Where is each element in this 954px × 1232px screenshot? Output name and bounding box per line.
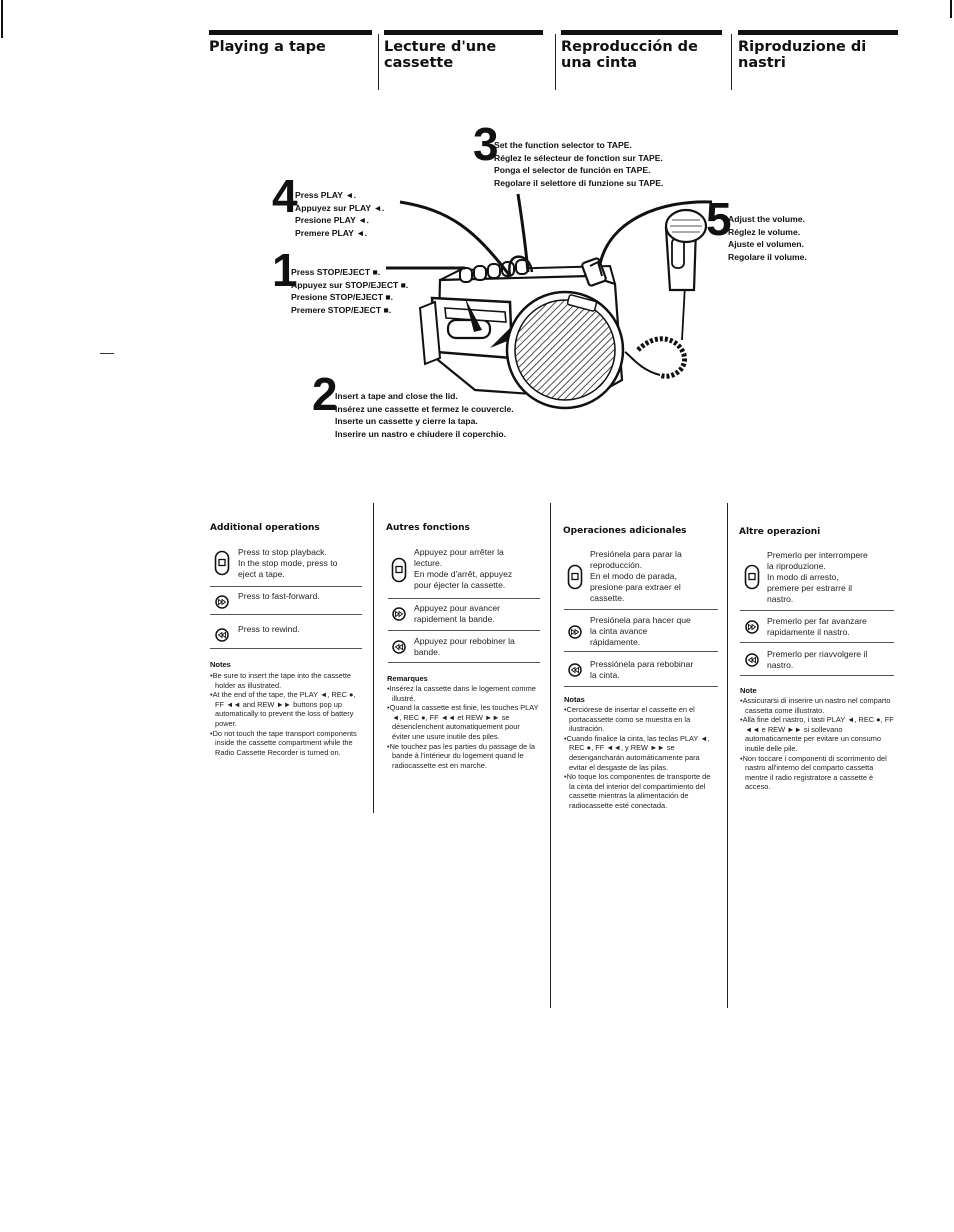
step-number-5: 5	[706, 193, 732, 245]
op-stop-eject-es: Presiónela para parar la reproducción. E…	[567, 549, 719, 607]
stop-eject-button-icon	[744, 564, 760, 590]
separator	[740, 610, 894, 611]
step-text-3: Set the function selector to TAPE. Régle…	[494, 140, 664, 188]
column-divider	[373, 503, 374, 813]
rewind-button-icon	[215, 628, 229, 642]
notes-title-en: Notes	[210, 660, 231, 669]
op-ff-es: Presiónela para hacer que la cinta avanc…	[567, 615, 719, 649]
radio-cassette-illustration	[386, 193, 713, 410]
op-rewind-en: Press to rewind.	[214, 624, 364, 642]
header-fr: Lecture d'une cassette	[384, 30, 543, 71]
col-title-it: Altre operazioni	[739, 527, 821, 537]
separator	[740, 675, 894, 676]
note-item: Do not touch the tape transport componen…	[210, 729, 360, 758]
step-text-4: Press PLAY ◄. Appuyez sur PLAY ◄. Presio…	[295, 190, 385, 238]
header-title-fr: Lecture d'une cassette	[384, 39, 497, 71]
op-rewind-es: Pressiónela para rebobinar la cinta.	[567, 659, 719, 683]
column-divider	[727, 503, 728, 1008]
header-title-es: Reproducción de una cinta	[561, 39, 698, 71]
note-item: No toque los componentes de transporte d…	[564, 772, 718, 810]
stop-eject-button-icon	[567, 564, 583, 590]
header-divider	[555, 34, 556, 90]
fast-forward-button-icon	[215, 595, 229, 609]
op-rewind-it: Premerlo per riavvolgere il nastro.	[744, 649, 898, 673]
note-item: Be sure to insert the tape into the cass…	[210, 671, 360, 690]
separator	[388, 598, 540, 599]
note-item: Cuando finalice la cinta, las teclas PLA…	[564, 734, 718, 772]
crop-mark	[100, 353, 114, 354]
notes-list-es: Cerciórese de insertar el cassette en el…	[564, 705, 718, 811]
step-number-1: 1	[272, 244, 298, 296]
op-stop-eject-fr: Appuyez pour arrêter la lecture. En mode…	[391, 547, 541, 595]
op-ff-it: Premerlo per far avanzare rapidamente il…	[744, 616, 898, 640]
crop-mark	[1, 0, 3, 38]
step-number-4: 4	[272, 170, 298, 222]
col-title-fr: Autres fonctions	[386, 523, 470, 533]
header-divider	[731, 34, 732, 90]
note-item: Alla fine del nastro, i tasti PLAY ◄, RE…	[740, 715, 894, 753]
stop-eject-button-icon	[214, 550, 230, 576]
separator	[210, 648, 362, 649]
header-title-en: Playing a tape	[209, 39, 326, 55]
separator	[210, 614, 362, 615]
step-text-1: Press STOP/EJECT ■. Appuyez sur STOP/EJE…	[291, 267, 409, 315]
notes-list-en: Be sure to insert the tape into the cass…	[210, 671, 360, 757]
fast-forward-button-icon	[745, 620, 759, 634]
header-divider	[378, 34, 379, 90]
fast-forward-button-icon	[568, 625, 582, 639]
notes-title-fr: Remarques	[387, 674, 428, 683]
notes-title-it: Note	[740, 686, 757, 695]
note-item: Insérez la cassette dans le logement com…	[387, 684, 539, 703]
separator	[210, 586, 362, 587]
notes-list-fr: Insérez la cassette dans le logement com…	[387, 684, 539, 770]
header-en: Playing a tape	[209, 30, 372, 55]
column-divider	[550, 503, 551, 1008]
stop-eject-button-icon	[391, 557, 407, 583]
note-item: Ne touchez pas les parties du passage de…	[387, 742, 539, 771]
separator	[564, 609, 718, 610]
col-title-es: Operaciones adicionales	[563, 526, 687, 536]
crop-mark	[950, 0, 952, 18]
op-stop-eject-it: Premerlo per interrompere la riproduzion…	[744, 550, 898, 608]
op-ff-en: Press to fast-forward.	[214, 591, 364, 609]
note-item: Cerciórese de insertar el cassette en el…	[564, 705, 718, 734]
fast-forward-button-icon	[392, 607, 406, 621]
note-item: Quand la cassette est finie, les touches…	[387, 703, 539, 741]
rewind-button-icon	[745, 653, 759, 667]
rewind-button-icon	[568, 663, 582, 677]
step-text-5: Adjust the volume. Réglez le volume. Aju…	[728, 214, 807, 262]
notes-title-es: Notas	[564, 695, 585, 704]
note-item: At the end of the tape, the PLAY ◄, REC …	[210, 690, 360, 728]
op-stop-eject-en: Press to stop playback. In the stop mode…	[214, 547, 364, 587]
notes-list-it: Assicurarsi di inserire un nastro nel co…	[740, 696, 894, 792]
separator	[388, 662, 540, 663]
separator	[740, 642, 894, 643]
header-title-it: Riproduzione di nastri	[738, 39, 867, 71]
separator	[564, 686, 718, 687]
col-title-en: Additional operations	[210, 523, 320, 533]
rewind-button-icon	[392, 640, 406, 654]
op-ff-fr: Appuyez pour avancer rapidement la bande…	[391, 603, 541, 627]
step-number-3: 3	[473, 118, 499, 170]
separator	[564, 651, 718, 652]
note-item: Non toccare i componenti di scorrimento …	[740, 754, 894, 792]
header-it: Riproduzione di nastri	[738, 30, 898, 71]
step-text-2: Insert a tape and close the lid. Insérez…	[335, 391, 514, 439]
header-es: Reproducción de una cinta	[561, 30, 722, 71]
op-rewind-fr: Appuyez pour rebobiner la bande.	[391, 636, 541, 660]
separator	[388, 630, 540, 631]
step-number-2: 2	[312, 368, 338, 420]
note-item: Assicurarsi di inserire un nastro nel co…	[740, 696, 894, 715]
